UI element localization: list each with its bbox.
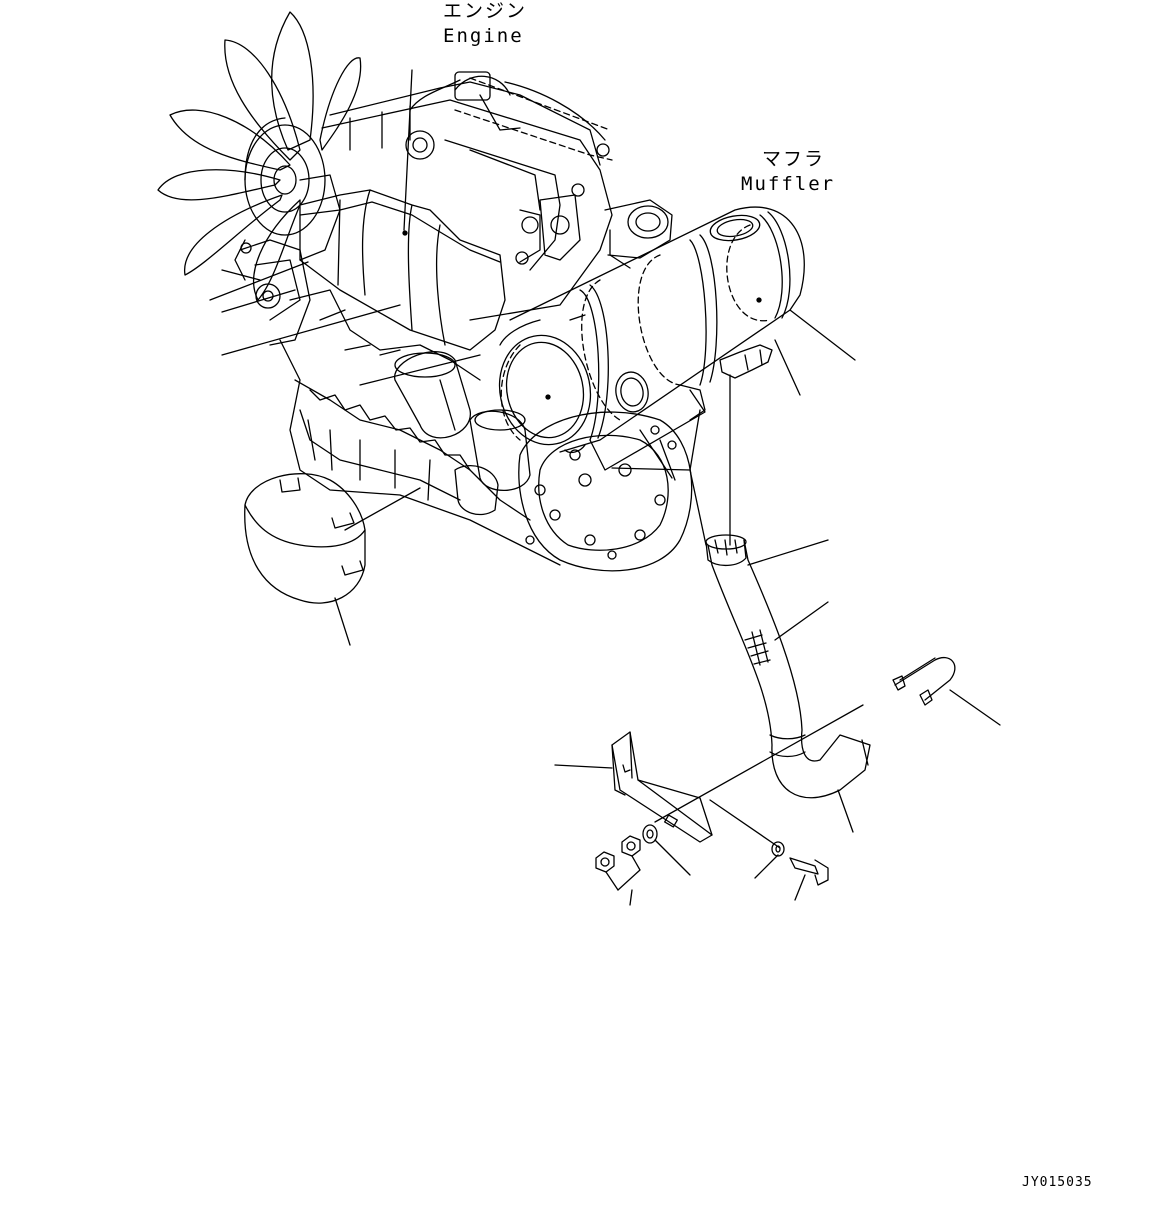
- muffler: [490, 207, 805, 480]
- leader-lines: [210, 70, 1000, 905]
- muffler-label-en: Muffler: [741, 173, 836, 195]
- cooling-fan: [158, 12, 361, 300]
- exhaust-tail-pipe: [706, 535, 870, 798]
- hardware-nuts-washers-bolt: [596, 825, 828, 885]
- engine-label-en: Engine: [443, 25, 524, 47]
- engine-block: [222, 72, 705, 571]
- u-bolt: [893, 658, 955, 705]
- heat-shield-cover: [300, 190, 505, 350]
- muffler-label-jp: マフラ: [762, 148, 826, 170]
- pipe-bracket: [612, 732, 712, 842]
- drawing-code: JY015035: [1022, 1175, 1093, 1190]
- engine-label-jp: エンジン: [443, 0, 528, 22]
- dust-cap: [245, 474, 365, 603]
